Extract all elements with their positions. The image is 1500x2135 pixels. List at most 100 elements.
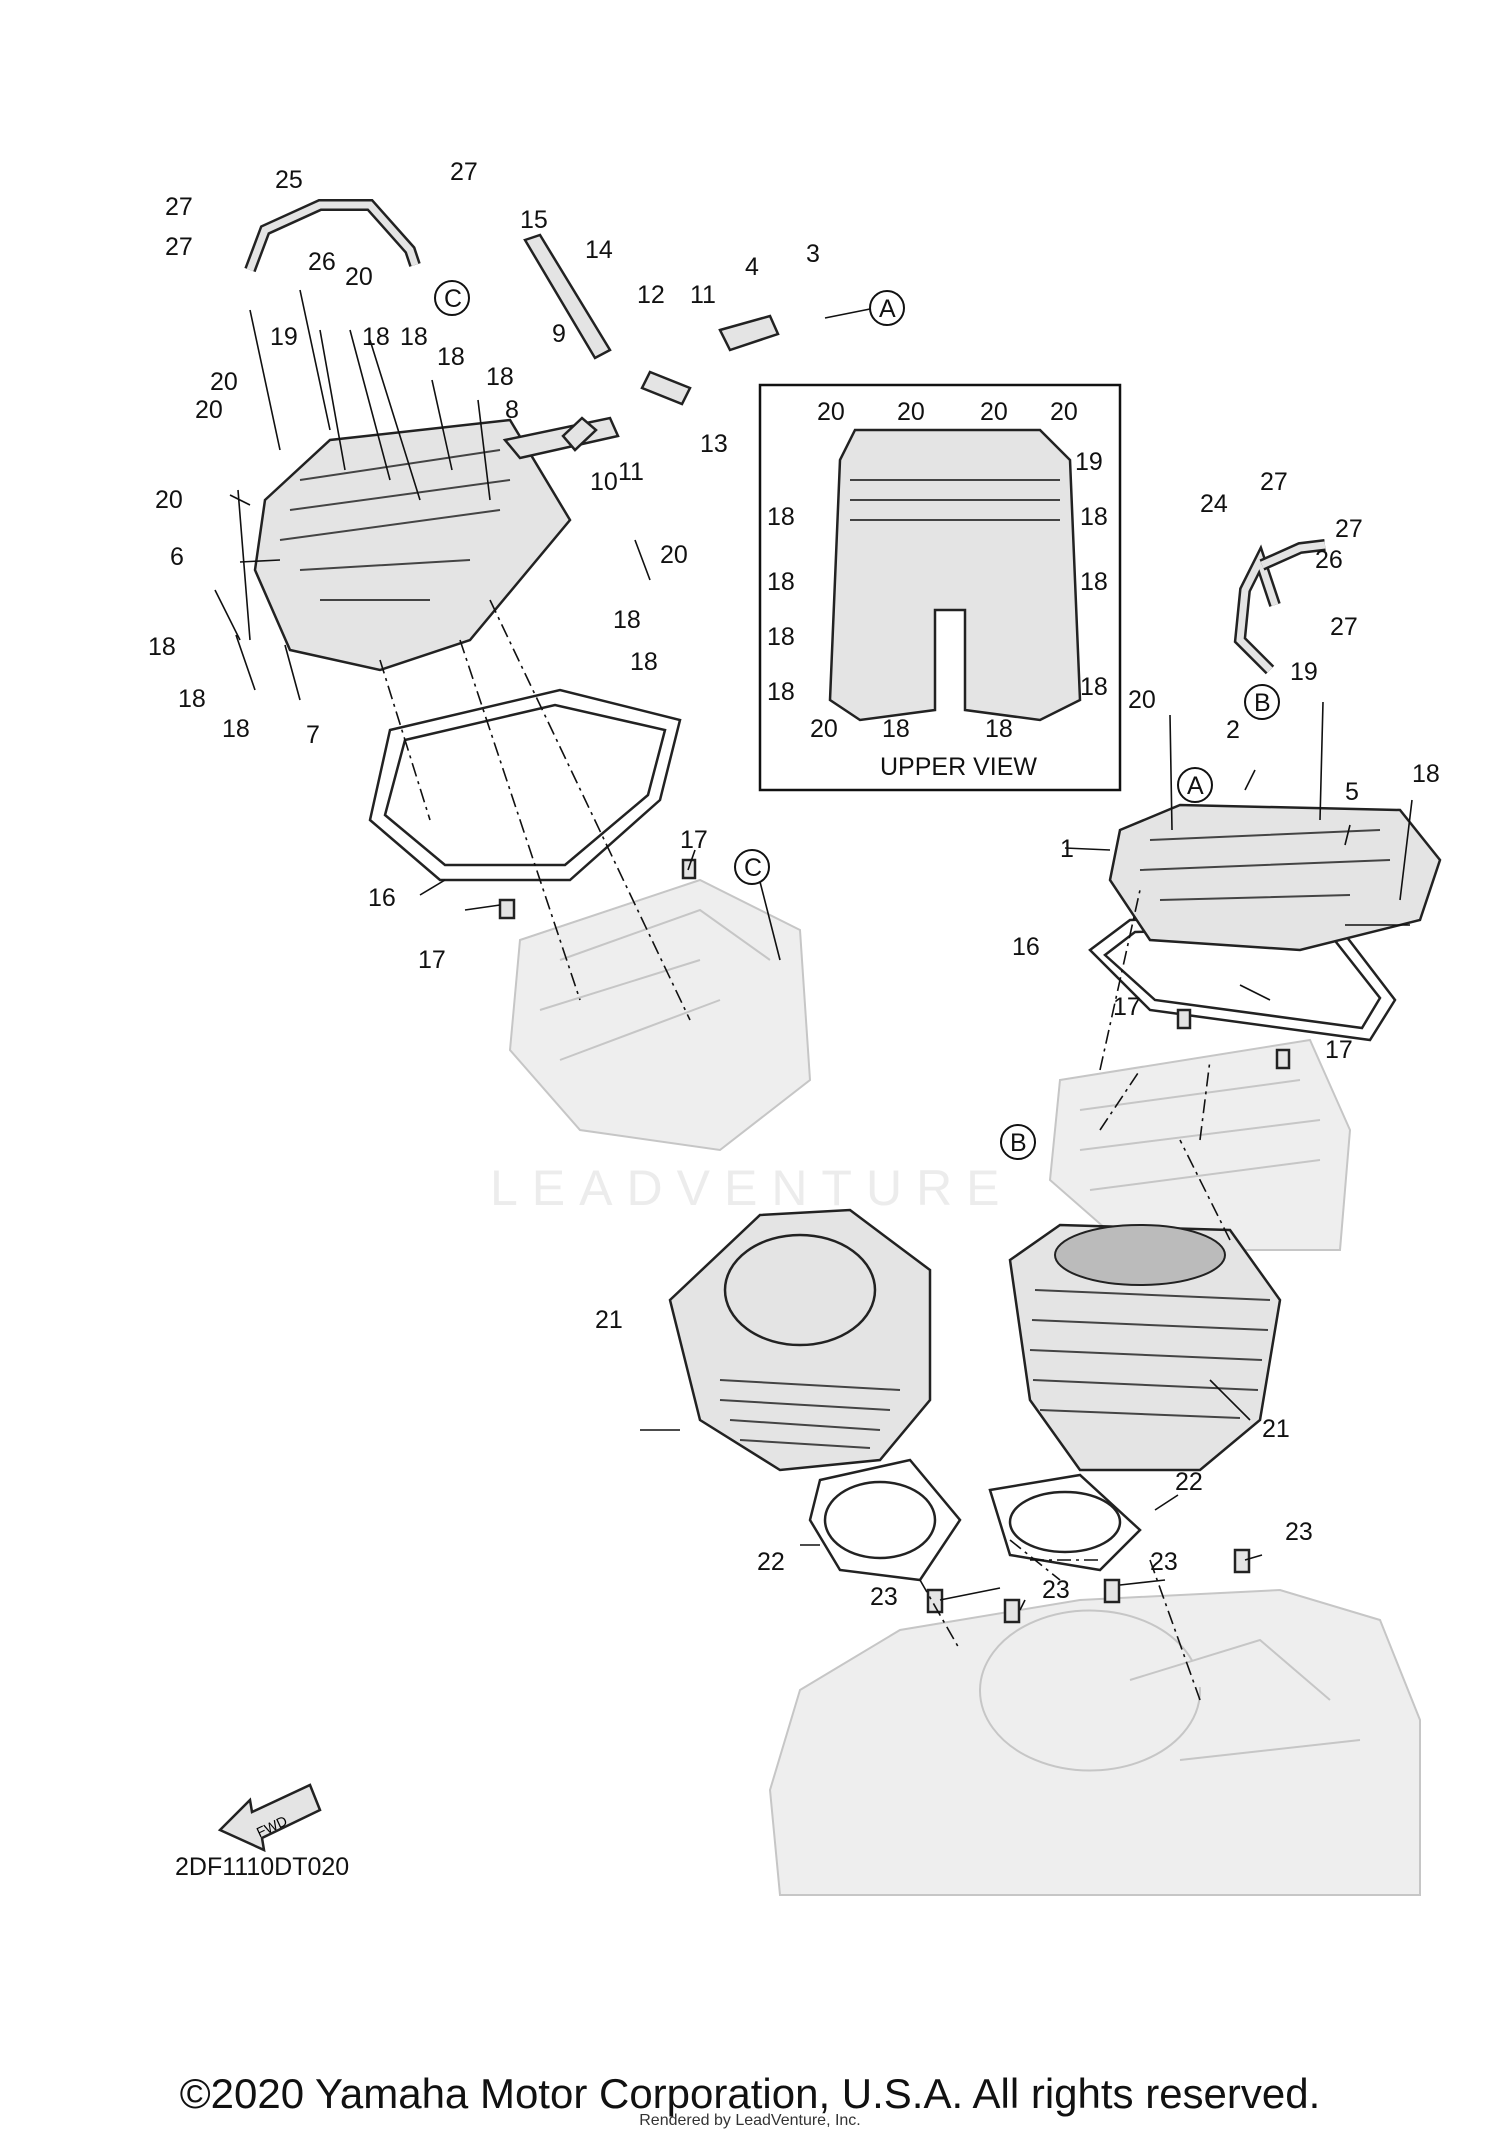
svg-text:C: C [444,285,462,313]
callout: 16 [368,884,396,912]
copyright-notice: ©2020 Yamaha Motor Corporation, U.S.A. A… [179,2070,1321,2117]
front-cylinder [1008,1223,1282,1472]
callout: 27 [1335,515,1363,543]
callout: 23 [1150,1548,1178,1576]
upper-view-inset: UPPER VIEW [758,383,1122,792]
callout: 23 [870,1583,898,1611]
rear-head-gasket [368,688,682,882]
callout: 11 [690,281,716,309]
callout: 18 [767,503,795,531]
dowel-pins [498,858,1291,1624]
breather-pipe-24 [1233,539,1326,675]
callout: 5 [1345,778,1359,806]
ref-circle-b-pipe: B [1244,684,1280,720]
callout: 26 [308,248,336,276]
inset-caption: UPPER VIEW [880,753,1037,781]
callout: 14 [585,236,613,264]
callout: 25 [275,166,303,194]
callout: 7 [306,721,320,749]
callout: 22 [1175,1468,1203,1496]
callout: 18 [148,633,176,661]
callout: 1 [1060,835,1074,863]
callout: 18 [767,568,795,596]
rear-cylinder [668,1208,932,1472]
callout: 20 [155,486,183,514]
callout: 20 [810,715,838,743]
callout: 24 [1200,490,1228,518]
callout: 16 [1012,933,1040,961]
callout: 18 [437,343,465,371]
callout-labels: 1 2 2 3 4 5 6 7 8 9 10 11 11 12 13 14 15… [148,158,1440,1611]
ghost-crankcase [768,1588,1421,1896]
callout: 6 [170,543,184,571]
leader-lines [229,494,1410,1701]
callout: 26 [1315,546,1343,574]
callout: 18 [1080,673,1108,701]
callout: 18 [767,678,795,706]
callout: 9 [552,320,566,348]
callout: 15 [520,206,548,234]
callout: 19 [270,323,298,351]
callout: 10 [590,468,618,496]
callout: 18 [486,363,514,391]
callout: 4 [745,253,759,281]
callout: 20 [817,398,845,426]
bolts [214,289,1413,901]
callout: 27 [1330,613,1358,641]
ref-circle-c-pipe: C [434,280,470,316]
callout: 12 [637,281,665,309]
callout: 27 [450,158,478,186]
callout: 18 [985,715,1013,743]
callout: 13 [700,430,728,458]
callout: 27 [1260,468,1288,496]
callout: 11 [618,458,644,486]
callout: 20 [345,263,373,291]
svg-text:B: B [1254,689,1271,717]
rendered-by-notice: Rendered by LeadVenture, Inc. [639,2112,861,2129]
callout: 20 [210,368,238,396]
front-head-cover [1108,803,1442,952]
callout: 18 [1080,503,1108,531]
callout: 27 [165,233,193,261]
callout: 20 [1050,398,1078,426]
front-head-gasket [1088,913,1397,1042]
callout: 17 [680,826,708,854]
breather-pipe-25 [244,199,421,273]
svg-text:A: A [1187,772,1204,800]
callout: 18 [767,623,795,651]
diagram-code: 2DF1110DT020 [175,1853,349,1881]
callout: 20 [980,398,1008,426]
callout: 18 [362,323,390,351]
callout: 27 [165,193,193,221]
callout: 20 [897,398,925,426]
callout: 20 [195,396,223,424]
ghost-rear-cylinder-head [508,878,812,1152]
callout: 18 [1080,568,1108,596]
callout: 18 [178,685,206,713]
callout: 18 [613,606,641,634]
watermark: LEADVENTURE [490,1160,1014,1216]
breather-hoses [502,233,780,460]
callout: 18 [882,715,910,743]
callout: 8 [505,396,519,424]
callout: 23 [1042,1576,1070,1604]
callout: 21 [595,1306,623,1334]
callout: 22 [757,1548,785,1576]
callout: 20 [660,541,688,569]
callout: 18 [630,648,658,676]
ref-circle-c-head: C [734,849,770,885]
rear-head-cover [253,418,572,672]
svg-text:A: A [879,295,896,323]
ref-circle-b-head: B [1000,1124,1036,1160]
fwd-arrow: FWD [217,1783,322,1853]
svg-text:B: B [1010,1129,1027,1157]
callout: 17 [1113,993,1141,1021]
callout: 23 [1285,1518,1313,1546]
ref-circle-a-front: A [1177,767,1213,803]
callout: 19 [1290,658,1318,686]
callout: 21 [1262,1415,1290,1443]
callout: 2 [1226,716,1240,744]
callout: 19 [1075,448,1103,476]
callout: 18 [1412,760,1440,788]
